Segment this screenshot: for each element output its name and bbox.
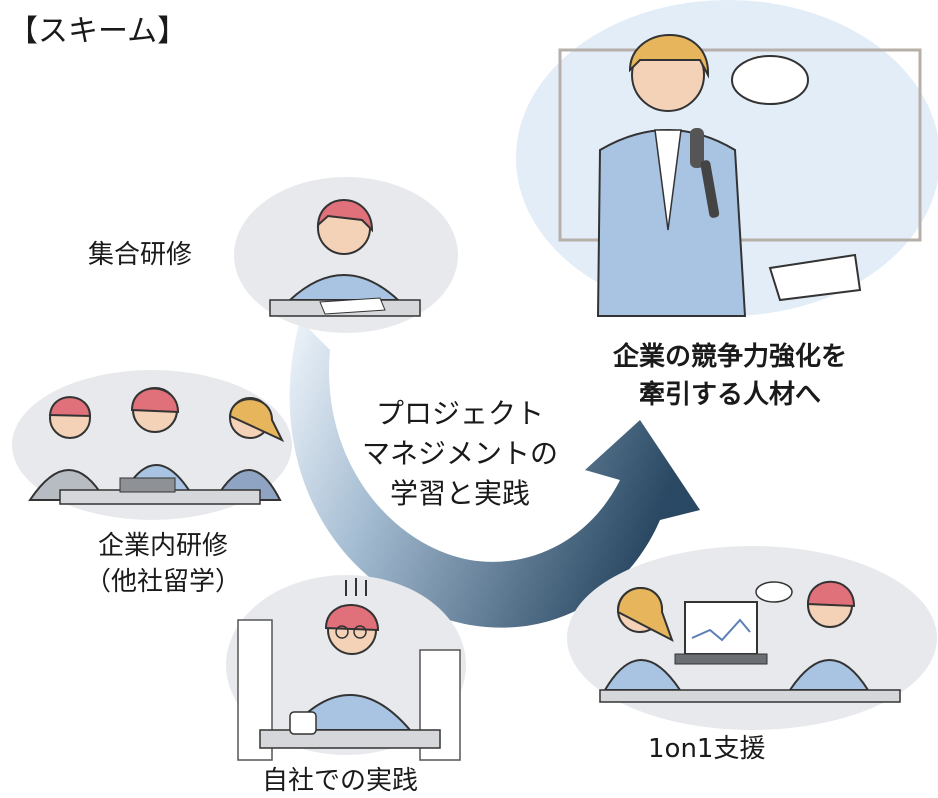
- goal-label-line1: 企業の競争力強化を: [612, 342, 847, 372]
- own-practice-label: 自社での実践: [262, 766, 419, 796]
- center-label-line3: 学習と実践: [389, 477, 530, 510]
- group-training-label: 集合研修: [88, 240, 193, 270]
- inhouse-training-illustration: [12, 370, 292, 520]
- one-on-one-label: 1on1支援: [648, 734, 766, 764]
- group-training-illustration: [234, 177, 458, 333]
- inhouse-training-label-line1: 企業内研修: [97, 531, 228, 561]
- one-on-one-illustration: [567, 546, 937, 730]
- goal-label: 企業の競争力強化を 牽引する人材へ: [570, 338, 890, 414]
- center-label: プロジェクト マネジメントの 学習と実践: [335, 394, 585, 514]
- own-practice-illustration: [226, 575, 466, 761]
- inhouse-training-label-line2: （他社留学）: [84, 567, 241, 597]
- goal-illustration: [516, 0, 938, 317]
- goal-label-line2: 牽引する人材へ: [638, 380, 821, 410]
- scheme-title: 【スキーム】: [8, 14, 188, 49]
- center-label-line1: プロジェクト: [375, 397, 544, 430]
- center-label-line2: マネジメントの: [361, 437, 558, 470]
- inhouse-training-label: 企業内研修 （他社留学）: [58, 528, 268, 600]
- growth-arrow: [289, 320, 700, 628]
